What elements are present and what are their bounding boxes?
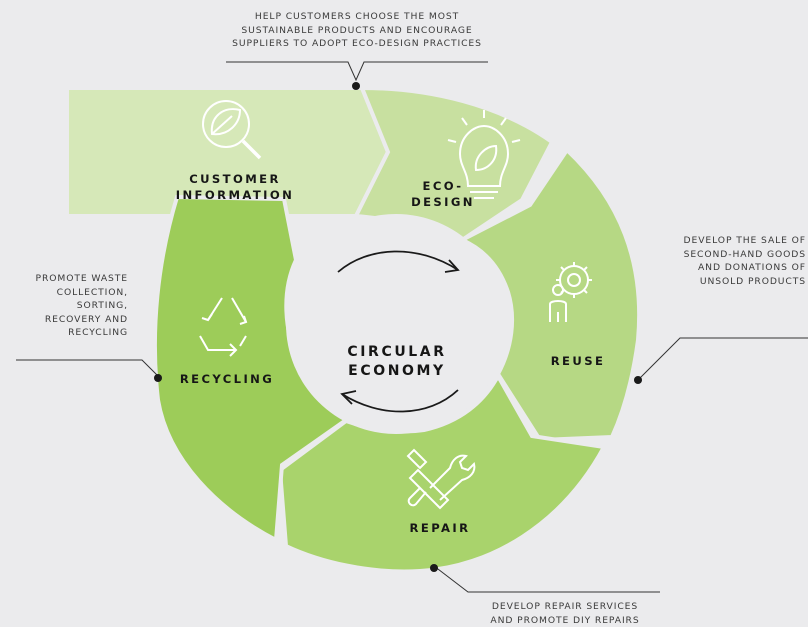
note-left: PROMOTE WASTE COLLECTION, SORTING, RECOV… xyxy=(4,272,128,340)
note-left-line4: RECOVERY AND xyxy=(44,313,128,325)
note-right: DEVELOP THE SALE OF SECOND-HAND GOODS AN… xyxy=(640,234,806,288)
leader-top xyxy=(226,61,488,82)
note-right-line2: SECOND-HAND GOODS xyxy=(683,248,806,260)
note-top: HELP CUSTOMERS CHOOSE THE MOST SUSTAINAB… xyxy=(226,10,488,51)
center-hub xyxy=(286,214,506,434)
arrow-top xyxy=(337,250,459,273)
arrow-top-head xyxy=(444,259,460,273)
note-bottom-line1: DEVELOP REPAIR SERVICES xyxy=(491,601,639,612)
arrow-bottom-head xyxy=(340,390,357,405)
eco-design-line2: DESIGN xyxy=(411,195,475,209)
customer-information-line2: INFORMATION xyxy=(175,188,295,202)
person-gear-icon xyxy=(549,262,592,322)
note-right-line4: UNSOLD PRODUCTS xyxy=(699,275,806,287)
leader-lines xyxy=(16,61,808,593)
note-left-line5: RECYCLING xyxy=(68,327,128,338)
arrow-bottom xyxy=(341,389,459,413)
center-line2: ECONOMY xyxy=(348,363,446,379)
leader-dots xyxy=(154,82,642,572)
dot-bottom xyxy=(430,564,438,572)
wrench-hammer-icon xyxy=(406,448,476,510)
recycle-icon xyxy=(199,297,248,357)
note-bottom-line2: AND PROMOTE DIY REPAIRS xyxy=(490,614,640,626)
label-repair: REPAIR xyxy=(409,521,471,535)
note-bottom: DEVELOP REPAIR SERVICES AND PROMOTE DIY … xyxy=(472,600,658,627)
leader-right xyxy=(637,337,808,381)
note-right-line3: AND DONATIONS OF xyxy=(698,262,806,273)
label-eco-design: ECO- DESIGN xyxy=(408,178,478,210)
dot-left xyxy=(154,374,162,382)
leader-bottom xyxy=(433,565,660,593)
note-top-line1: HELP CUSTOMERS CHOOSE THE MOST xyxy=(254,11,460,22)
segment-repair xyxy=(277,371,608,574)
label-customer-information: CUSTOMER INFORMATION xyxy=(150,171,320,203)
note-top-line3: SUPPLIERS TO ADOPT ECO-DESIGN PRACTICES xyxy=(232,38,482,49)
lightbulb-leaf-icon xyxy=(447,110,521,199)
note-top-line2: SUSTAINABLE PRODUCTS AND ENCOURAGE xyxy=(241,24,473,36)
dot-right xyxy=(634,376,642,384)
dot-top xyxy=(352,82,360,90)
center-label: CIRCULAR ECONOMY xyxy=(330,343,464,381)
leader-left xyxy=(16,359,159,377)
center-line1: CIRCULAR xyxy=(347,344,447,360)
eco-design-line1: ECO- xyxy=(422,179,464,193)
note-right-line1: DEVELOP THE SALE OF xyxy=(683,235,806,246)
customer-information-line1: CUSTOMER xyxy=(189,172,281,186)
label-recycling: RECYCLING xyxy=(179,372,275,386)
label-reuse: REUSE xyxy=(550,354,606,368)
note-left-line3: SORTING, xyxy=(76,300,128,311)
leaf-magnifier-icon xyxy=(202,100,262,160)
note-left-line2: COLLECTION, xyxy=(56,286,128,298)
segment-reuse xyxy=(457,146,642,443)
cycle-arrows xyxy=(337,250,460,413)
note-left-line1: PROMOTE WASTE xyxy=(35,273,128,284)
